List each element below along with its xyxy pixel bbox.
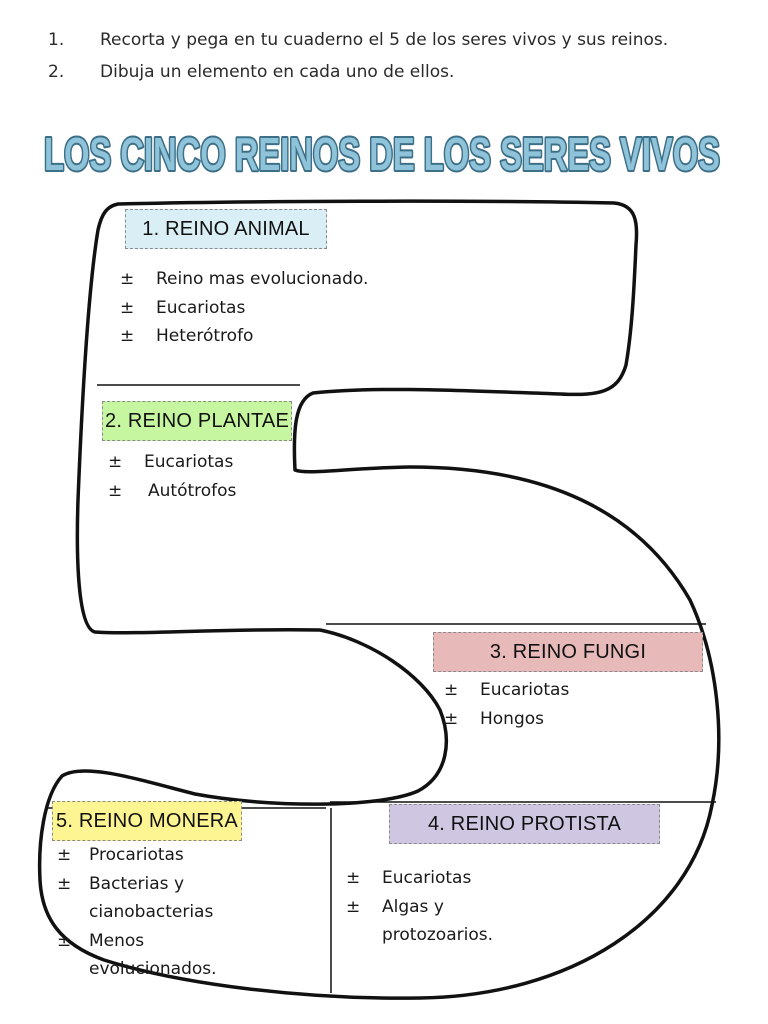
list-item: ± Eucariotas	[444, 676, 569, 705]
bullet-marker: ±	[444, 708, 459, 729]
list-item: ± Hongos	[444, 705, 569, 734]
kingdom-label-fungi: 3. REINO FUNGI	[433, 632, 703, 672]
item-text: Procariotas	[89, 845, 184, 865]
bullet-marker: ±	[120, 326, 135, 346]
list-item-continued: protozoarios.	[346, 921, 493, 950]
item-text: Autótrofos	[148, 480, 237, 501]
kingdom-list-animal: ± Reino mas evolucionado. ± Eucariotas ± He…	[120, 265, 368, 351]
kingdom-list-monera: ± Procariotas ± Bacterias y cianobacterias…	[57, 841, 217, 984]
kingdom-label-protista: 4. REINO PROTISTA	[389, 804, 660, 844]
bullet-marker: ±	[108, 480, 123, 501]
item-text: Eucariotas	[382, 868, 472, 888]
item-text: Hongos	[480, 708, 545, 729]
bullet-marker: ±	[120, 269, 135, 289]
list-item: ± Autótrofos	[108, 477, 236, 506]
list-item: ± Procariotas	[57, 841, 217, 870]
page-title: LOS CINCO REINOS DE LOS SERES VIVOS	[42, 126, 722, 182]
list-item: ± Algas y	[346, 893, 493, 922]
instruction-text: Dibuja un elemento en cada uno de ellos.	[100, 62, 455, 82]
bullet-marker: ±	[57, 845, 72, 865]
item-text: Heterótrofo	[156, 326, 254, 346]
list-item: ± Eucariotas	[108, 448, 236, 477]
kingdom-list-fungi: ± Eucariotas ± Hongos	[444, 676, 569, 733]
item-text: Algas y	[382, 896, 444, 917]
bullet-marker: ±	[108, 452, 123, 472]
list-item: ± Eucariotas	[120, 294, 368, 323]
kingdom-list-protista: ± Eucariotas ± Algas y protozoarios.	[346, 864, 493, 950]
kingdom-list-plantae: ± Eucariotas ± Autótrofos	[108, 448, 236, 505]
bullet-marker: ±	[444, 680, 459, 700]
item-text: Eucariotas	[144, 452, 234, 472]
list-item: ± Bacterias y	[57, 870, 217, 899]
instruction-number: 2.	[48, 62, 65, 82]
list-item: ± Eucariotas	[346, 864, 493, 893]
kingdom-label-plantae: 2. REINO PLANTAE	[102, 401, 292, 441]
item-text: Menos	[89, 930, 145, 951]
bullet-marker: ±	[120, 297, 135, 318]
item-text: Bacterias y	[89, 873, 185, 894]
kingdom-label-animal: 1. REINO ANIMAL	[125, 209, 327, 249]
title-text: LOS CINCO REINOS DE LOS SERES VIVOS	[44, 128, 720, 180]
item-text: protozoarios.	[382, 925, 493, 945]
kingdom-label-monera: 5. REINO MONERA	[52, 801, 242, 841]
bullet-marker: ±	[346, 868, 361, 888]
list-item-continued: cianobacterias	[57, 898, 217, 927]
list-item: ± Menos	[57, 927, 217, 956]
list-item: ± Reino mas evolucionado.	[120, 265, 368, 294]
list-item-continued: evolucionados.	[57, 955, 217, 984]
item-text: evolucionados.	[89, 959, 217, 979]
list-item: ± Heterótrofo	[120, 322, 368, 351]
instruction-text: Recorta y pega en tu cuaderno el 5 de lo…	[100, 30, 669, 50]
bullet-marker: ±	[57, 930, 72, 951]
item-text: Reino mas evolucionado.	[156, 269, 369, 289]
bullet-marker: ±	[57, 873, 72, 894]
five-shape	[37, 199, 721, 1000]
bullet-marker: ±	[346, 896, 361, 917]
item-text: Eucariotas	[480, 680, 570, 700]
item-text: Eucariotas	[156, 297, 246, 318]
item-text: cianobacterias	[89, 902, 214, 922]
instruction-number: 1.	[48, 30, 65, 50]
